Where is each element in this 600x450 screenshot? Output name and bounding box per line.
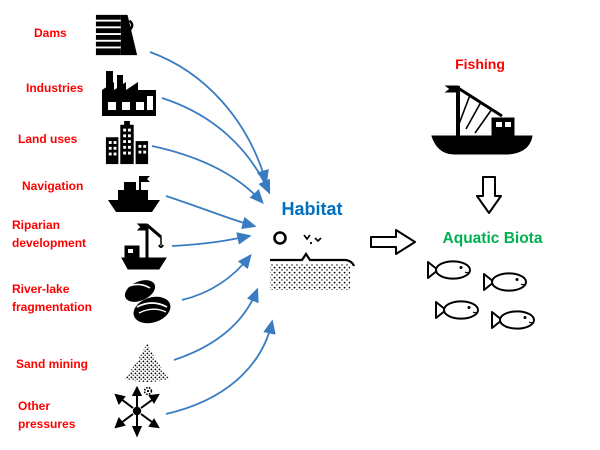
label-land-uses: Land uses: [18, 132, 78, 146]
label-industries: Industries: [26, 81, 84, 95]
label-other-pressures: Other pressures: [18, 399, 76, 431]
habitat-to-biota-arrow: [370, 229, 416, 255]
label-dams: Dams: [34, 26, 67, 40]
habitat-stone-icon: [273, 231, 287, 245]
label-sand-mining: Sand mining: [16, 357, 88, 371]
label-river-lake-fragmentation: River-lake fragmentation: [12, 282, 93, 314]
dam-icon: [95, 14, 138, 56]
fish-icon: [427, 260, 471, 280]
arrow-otherpressures-to-habitat: [165, 319, 276, 415]
fish-icon: [491, 310, 535, 330]
sand-pile-icon: [125, 342, 169, 382]
arrow-navigation-to-habitat: [165, 195, 257, 229]
dredger-crane-boat-icon: [121, 223, 167, 270]
label-riparian-development: Riparian development: [12, 218, 87, 250]
fish-school-icon: [427, 260, 535, 330]
ship-icon: [108, 176, 160, 212]
radiating-pressures-icon: [114, 386, 160, 438]
mussel-shells-icon: [124, 280, 171, 324]
fishing-trawler-icon: [431, 85, 533, 155]
fishing-title: Fishing: [455, 56, 505, 72]
arrow-landuses-to-habitat: [151, 145, 264, 204]
factory-icon: [102, 71, 156, 116]
habitat-riverbed-icon: [270, 231, 356, 290]
arrow-dams-to-habitat: [149, 51, 269, 185]
fish-icon: [435, 300, 479, 320]
habitat-title: Habitat: [281, 199, 343, 219]
fishing-to-biota-arrow: [476, 176, 502, 214]
city-buildings-icon: [105, 120, 149, 165]
aquatic-biota-title: Aquatic Biota: [442, 230, 543, 247]
arrow-fragmentation-to-habitat: [181, 253, 252, 301]
fish-icon: [483, 272, 527, 292]
arrow-riparian-to-habitat: [171, 232, 252, 247]
label-navigation: Navigation: [22, 179, 84, 193]
arrow-industries-to-habitat: [161, 97, 271, 195]
arrow-sandmining-to-habitat: [173, 287, 259, 361]
